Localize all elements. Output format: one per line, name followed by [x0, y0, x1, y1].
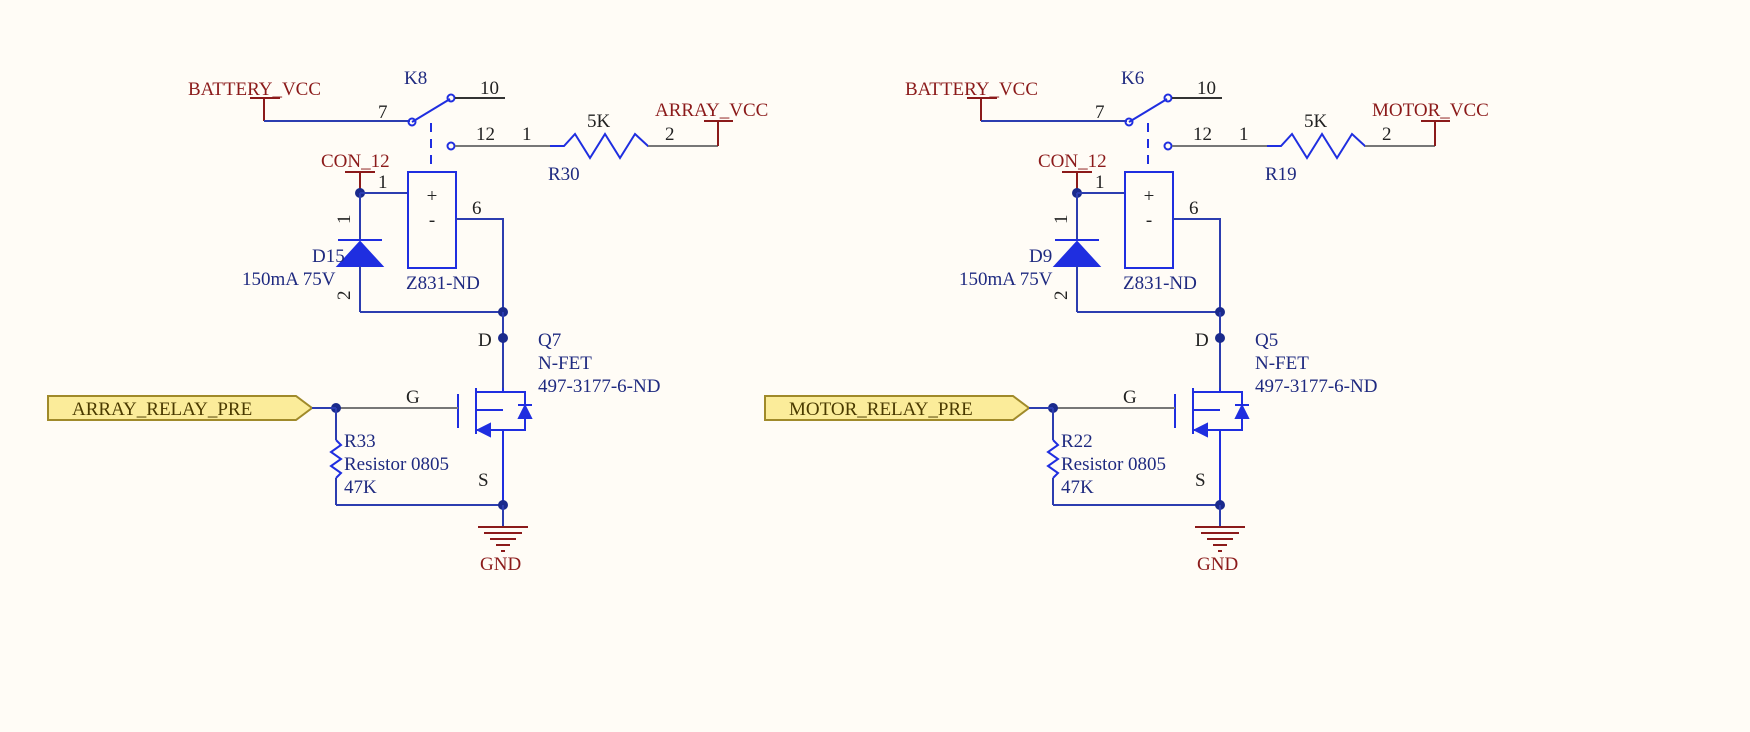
- relay-pin-no: 10: [1197, 78, 1216, 99]
- resistor-value: 5K: [587, 111, 611, 132]
- fet-drain-lead: [476, 388, 504, 393]
- diode-pin2: 2: [334, 291, 355, 301]
- relay-part-number: Z831-ND: [1123, 273, 1197, 294]
- output-net-label: ARRAY_VCC: [655, 100, 768, 121]
- fet-gate-label: G: [406, 387, 420, 408]
- resistor-pin2: 2: [665, 124, 675, 145]
- pulldown-value: 47K: [1061, 477, 1094, 498]
- relay-contact-com: [407, 117, 417, 127]
- fet-part-number: 497-3177-6-ND: [538, 376, 660, 397]
- diode-ref: D9: [1029, 246, 1052, 267]
- resistor-pin2: 2: [1382, 124, 1392, 145]
- diode-pin1: 1: [1051, 215, 1072, 225]
- fet-ref: Q7: [538, 330, 561, 351]
- relay-contact-no: [1163, 93, 1173, 103]
- pulldown-zigzag: [329, 439, 343, 479]
- junction-dot: [498, 333, 508, 343]
- coil-pin-minus: 6: [1189, 198, 1199, 219]
- diode-value: 150mA 75V: [959, 269, 1053, 290]
- input-port-label: ARRAY_RELAY_PRE: [72, 399, 252, 420]
- relay-contact-nc: [446, 141, 456, 151]
- relay-part-number: Z831-ND: [406, 273, 480, 294]
- input-port-shape: [764, 395, 1031, 421]
- pulldown-desc: Resistor 0805: [1061, 454, 1166, 475]
- coil-pin-minus: 6: [472, 198, 482, 219]
- supply-net-label: BATTERY_VCC: [188, 79, 321, 100]
- coil-plus-sign: +: [1144, 186, 1155, 207]
- relay-pin-no: 10: [480, 78, 499, 99]
- fet-drain-lead: [1193, 388, 1221, 393]
- fet-drain-label: D: [478, 330, 492, 351]
- ground-label: GND: [1197, 554, 1238, 575]
- relay-pin-nc: 12: [1193, 124, 1212, 145]
- relay-pin-com: 7: [378, 102, 388, 123]
- output-net-label: MOTOR_VCC: [1372, 100, 1489, 121]
- fet-body-diode: [1234, 403, 1250, 419]
- ground-label: GND: [480, 554, 521, 575]
- fet-drain-label: D: [1195, 330, 1209, 351]
- fet-arrow: [1192, 422, 1208, 438]
- fet-type: N-FET: [1255, 353, 1309, 374]
- coil-minus-sign: -: [1146, 210, 1152, 231]
- relay-ref: K6: [1121, 68, 1144, 89]
- fet-ref: Q5: [1255, 330, 1278, 351]
- fet-source-lead: [476, 429, 504, 505]
- input-port-label: MOTOR_RELAY_PRE: [789, 399, 973, 420]
- pulldown-desc: Resistor 0805: [344, 454, 449, 475]
- relay-switch-arm: [411, 98, 451, 123]
- resistor-pin1: 1: [522, 124, 532, 145]
- relay-pin-nc: 12: [476, 124, 495, 145]
- fet-source-label: S: [1195, 470, 1206, 491]
- diode-pin2: 2: [1051, 291, 1072, 301]
- pulldown-ref: R22: [1061, 431, 1093, 452]
- fet-source-lead: [1193, 429, 1221, 505]
- pulldown-zigzag: [1046, 439, 1060, 479]
- diode-ref: D15: [312, 246, 345, 267]
- resistor-value: 5K: [1304, 111, 1328, 132]
- resistor-ref: R30: [548, 164, 580, 185]
- fet-body-diode: [517, 403, 533, 419]
- input-port-shape: [47, 395, 314, 421]
- relay-ref: K8: [404, 68, 427, 89]
- pulldown-ref: R33: [344, 431, 376, 452]
- resistor-pin1: 1: [1239, 124, 1249, 145]
- fet-gate-label: G: [1123, 387, 1137, 408]
- diode-value: 150mA 75V: [242, 269, 336, 290]
- fet-source-label: S: [478, 470, 489, 491]
- relay-contact-no: [446, 93, 456, 103]
- resistor-zigzag: [1267, 132, 1377, 160]
- diode-triangle: [1052, 240, 1102, 267]
- supply-net-label: BATTERY_VCC: [905, 79, 1038, 100]
- fet-part-number: 497-3177-6-ND: [1255, 376, 1377, 397]
- relay-switch-arm: [1128, 98, 1168, 123]
- coil-minus-sign: -: [429, 210, 435, 231]
- relay-contact-com: [1124, 117, 1134, 127]
- coil-supply-label: CON_12: [321, 151, 390, 172]
- coil-plus-sign: +: [427, 186, 438, 207]
- relay-pin-com: 7: [1095, 102, 1105, 123]
- diode-pin1: 1: [334, 215, 355, 225]
- junction-dot: [1215, 333, 1225, 343]
- resistor-ref: R19: [1265, 164, 1297, 185]
- coil-minus-wire: [456, 218, 504, 312]
- fet-arrow: [475, 422, 491, 438]
- coil-supply-label: CON_12: [1038, 151, 1107, 172]
- resistor-zigzag: [550, 132, 660, 160]
- coil-minus-wire: [1173, 218, 1221, 312]
- fet-type: N-FET: [538, 353, 592, 374]
- coil-pin-plus: 1: [378, 172, 388, 193]
- coil-pin-plus: 1: [1095, 172, 1105, 193]
- relay-contact-nc: [1163, 141, 1173, 151]
- pulldown-value: 47K: [344, 477, 377, 498]
